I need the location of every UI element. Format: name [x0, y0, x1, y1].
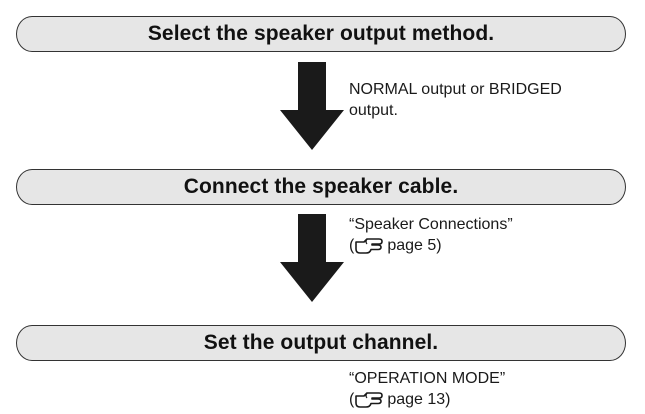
note-line: NORMAL output or BRIDGED: [349, 81, 562, 98]
ref-open-paren: (: [349, 391, 355, 408]
step-box-set-output-channel: Set the output channel.: [16, 325, 626, 361]
page-reference: ( page 13): [349, 389, 505, 410]
note-speaker-connections: “Speaker Connections” ( page 5): [349, 214, 513, 256]
step-label: Connect the speaker cable.: [183, 175, 459, 198]
note-operation-mode: “OPERATION MODE” ( page 13): [349, 368, 505, 410]
note-title: “OPERATION MODE”: [349, 370, 506, 387]
step-label: Set the output channel.: [203, 331, 439, 354]
note-output-method: NORMAL output or BRIDGED output.: [349, 79, 562, 121]
page-reference: ( page 5): [349, 235, 513, 256]
down-arrow-icon: [280, 62, 344, 150]
pointing-hand-icon: [354, 237, 384, 254]
ref-page-text: page 5): [387, 237, 442, 254]
ref-page-text: page 13): [387, 391, 451, 408]
step-label: Select the speaker output method.: [147, 22, 495, 45]
note-line: output.: [349, 102, 398, 119]
ref-open-paren: (: [349, 237, 355, 254]
step-box-connect-speaker-cable: Connect the speaker cable.: [16, 169, 626, 205]
down-arrow-icon: [280, 214, 344, 302]
note-title: “Speaker Connections”: [349, 216, 513, 233]
pointing-hand-icon: [354, 391, 384, 408]
step-box-select-output-method: Select the speaker output method.: [16, 16, 626, 52]
